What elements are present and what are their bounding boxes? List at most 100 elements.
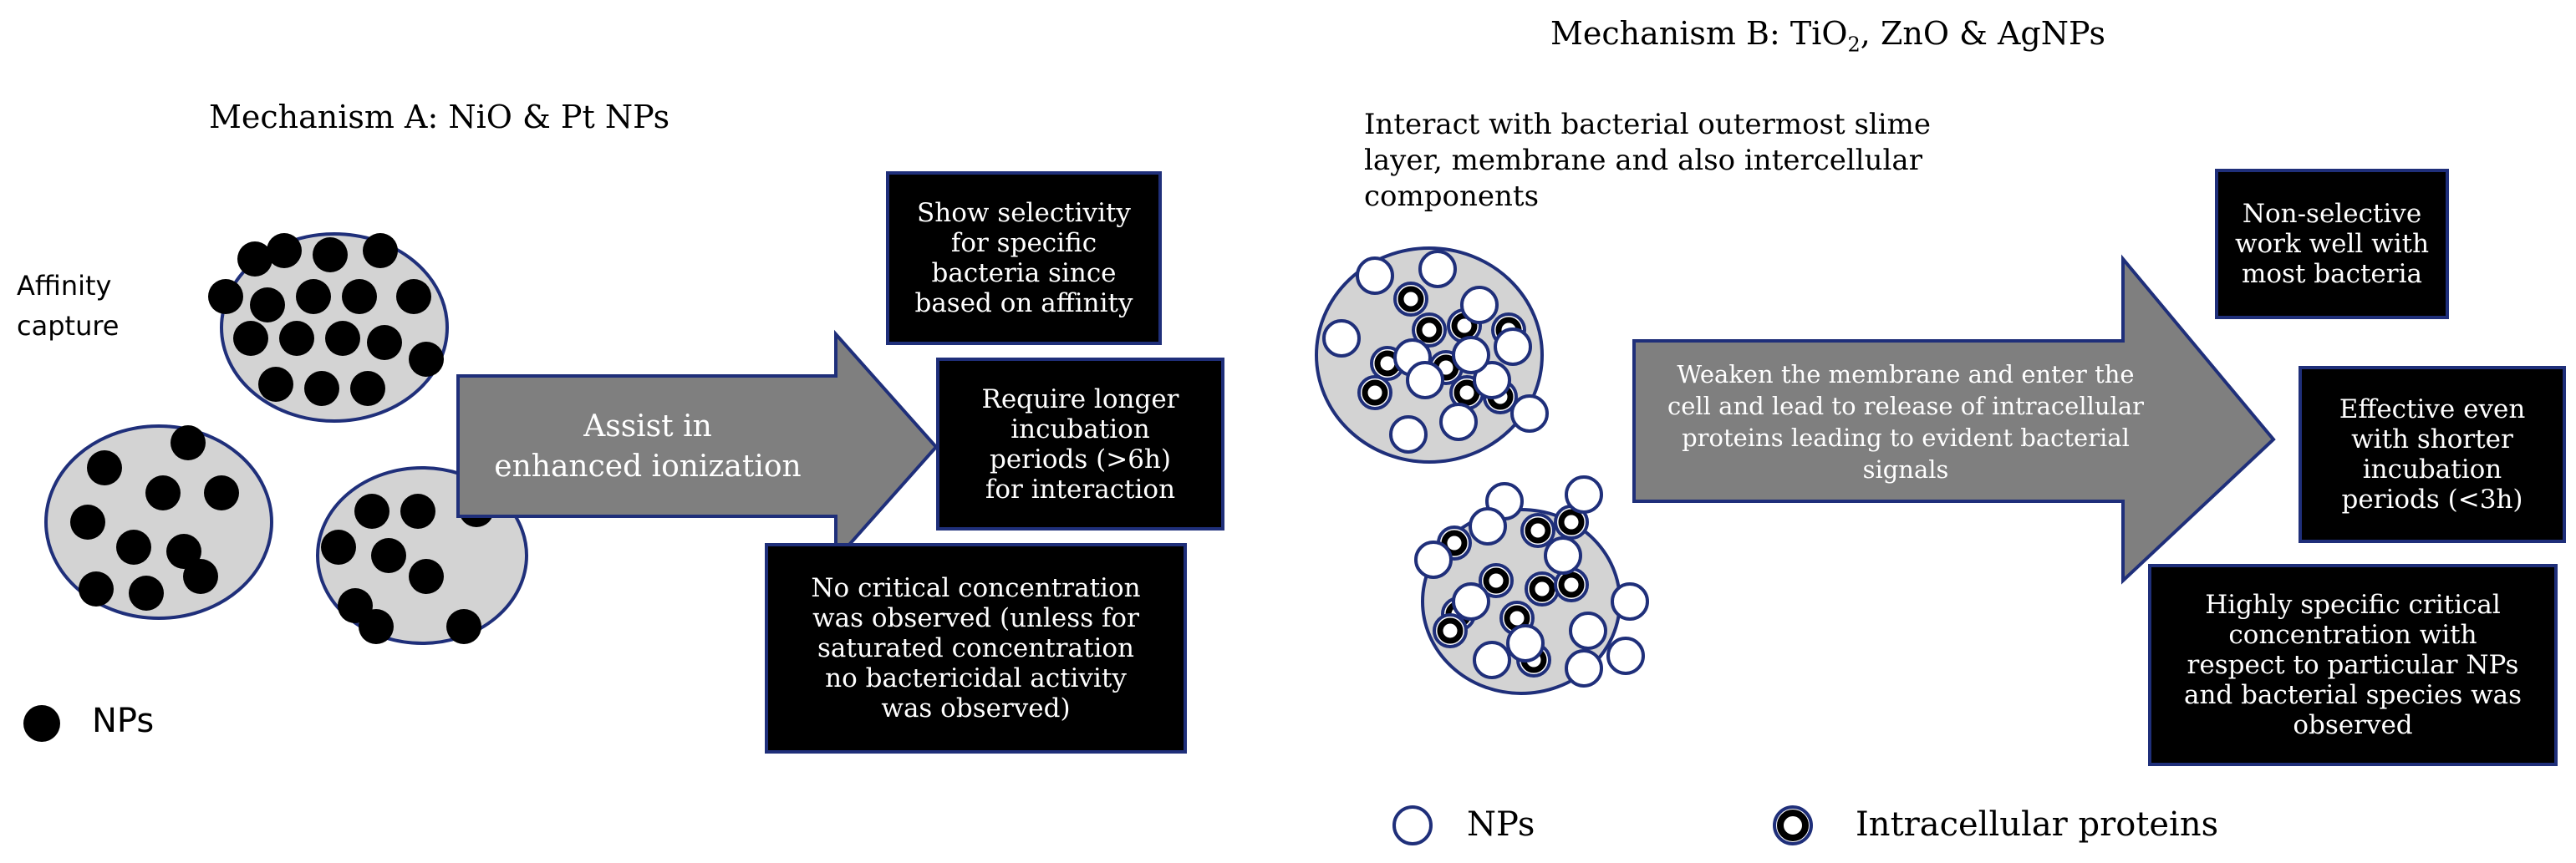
legend-b-nps-label: NPs — [1467, 805, 1535, 844]
mechanism-a-title: Mechanism A: NiO & Pt NPs — [209, 99, 670, 135]
np-dot — [1611, 582, 1649, 621]
affinity-label-line: capture — [17, 310, 120, 342]
box-line: Require longer — [981, 383, 1179, 414]
mechanism-a-arrow — [456, 329, 939, 565]
mechanism-b-title: Mechanism B: TiO2, ZnO & AgNPs — [1550, 15, 2105, 57]
np-dot — [1356, 256, 1394, 295]
legend-b-protein-icon — [1773, 805, 1813, 845]
np-dot — [1473, 641, 1511, 679]
arrow-b-line: cell and lead to release of intracellula… — [1667, 391, 2144, 420]
np-dot — [363, 233, 398, 268]
interact-description: Interact with bacterial outermost slime … — [1364, 107, 1931, 215]
np-dot — [1406, 361, 1444, 399]
np-dot — [145, 475, 181, 510]
np-dot — [371, 538, 406, 573]
selectivity-box: Show selectivity for specific bacteria s… — [886, 171, 1162, 345]
interact-line: components — [1364, 180, 1540, 213]
np-dot — [321, 530, 356, 565]
np-dot — [1389, 415, 1428, 454]
box-line: for interaction — [985, 474, 1176, 505]
np-dot — [1506, 624, 1545, 662]
np-dot — [279, 321, 314, 356]
np-dot — [1606, 637, 1645, 675]
np-dot — [79, 571, 114, 607]
intracellular-protein — [1433, 613, 1468, 648]
np-dot — [1418, 250, 1457, 288]
np-dot — [1452, 582, 1490, 621]
interact-line: layer, membrane and also intercellular — [1364, 144, 1922, 177]
interact-line: Interact with bacterial outermost slime — [1364, 108, 1932, 141]
np-dot — [250, 287, 285, 322]
np-dot — [350, 371, 385, 406]
mechanism-b-title-sub: 2 — [1847, 33, 1861, 57]
bacterial-cell — [208, 232, 449, 423]
np-dot — [367, 325, 402, 360]
bacterial-cell — [1315, 246, 1549, 464]
intracellular-protein — [1520, 513, 1555, 548]
box-line: Show selectivity — [917, 198, 1131, 228]
np-dot — [296, 279, 331, 314]
concentration-box-a: No critical concentration was observed (… — [765, 543, 1187, 754]
np-dot — [237, 241, 272, 277]
np-dot — [1565, 649, 1603, 688]
intracellular-protein — [1393, 282, 1428, 317]
bacterial-cell — [1414, 475, 1649, 695]
np-dot — [1452, 336, 1490, 374]
nonselective-box: Non-selective work well with most bacter… — [2215, 169, 2449, 319]
np-dot — [1460, 286, 1499, 324]
incubation-box-a: Require longer incubation periods (>6h) … — [936, 358, 1224, 530]
np-dot — [1510, 394, 1549, 433]
np-dot — [1469, 507, 1507, 546]
mechanism-a-arrow-label: Assist in enhanced ionization — [468, 380, 827, 514]
np-dot — [1494, 327, 1532, 366]
box-line: with shorter — [2351, 424, 2513, 454]
np-dot — [400, 494, 435, 529]
box-line: Non-selective — [2242, 199, 2422, 229]
bacterial-cell — [44, 424, 273, 620]
box-line: based on affinity — [914, 288, 1133, 318]
box-line: Highly specific critical — [2205, 590, 2501, 620]
mechanism-b-arrow — [1632, 254, 2276, 585]
np-dot — [183, 559, 218, 594]
box-line: most bacteria — [2242, 259, 2422, 289]
box-line: for specific — [950, 228, 1097, 258]
np-dot — [1544, 536, 1582, 575]
arrow-a-line: Assist in — [583, 409, 712, 444]
box-line: Effective even — [2339, 394, 2526, 424]
np-dot — [409, 342, 444, 377]
box-line: observed — [2293, 710, 2413, 740]
legend-b-nps-icon — [1392, 805, 1433, 845]
legend-a-nps-label: NPs — [92, 702, 155, 740]
box-line: saturated concentration — [817, 633, 1135, 663]
np-dot — [70, 505, 105, 540]
np-dot — [1322, 319, 1361, 358]
mechanism-b-arrow-label: Weaken the membrane and enter the cell a… — [1638, 344, 2173, 499]
box-line: No critical concentration — [811, 573, 1141, 603]
box-line: periods (>6h) — [989, 444, 1172, 475]
box-line: incubation — [1011, 414, 1150, 444]
np-dot — [267, 233, 302, 268]
np-dot — [204, 475, 239, 510]
np-dot — [304, 371, 339, 406]
box-line: no bactericidal activity — [825, 663, 1127, 693]
np-dot — [87, 450, 122, 485]
np-dot — [1473, 361, 1511, 399]
mechanism-b-cells — [1315, 246, 1649, 695]
np-dot — [359, 609, 394, 644]
arrow-a-line: enhanced ionization — [494, 449, 802, 484]
np-dot — [129, 576, 164, 611]
np-dot — [354, 494, 389, 529]
box-line: was observed) — [881, 693, 1071, 723]
legend-a-nps-icon — [23, 705, 60, 742]
box-line: concentration with — [2228, 620, 2477, 650]
arrow-b-line: Weaken the membrane and enter the — [1677, 359, 2135, 388]
np-dot — [233, 321, 268, 356]
intracellular-protein — [1554, 567, 1589, 602]
np-dot — [325, 321, 360, 356]
np-dot — [396, 279, 431, 314]
effective-box: Effective even with shorter incubation p… — [2299, 366, 2566, 543]
intracellular-protein — [1412, 312, 1447, 348]
np-dot — [446, 609, 481, 644]
np-dot — [116, 530, 151, 565]
